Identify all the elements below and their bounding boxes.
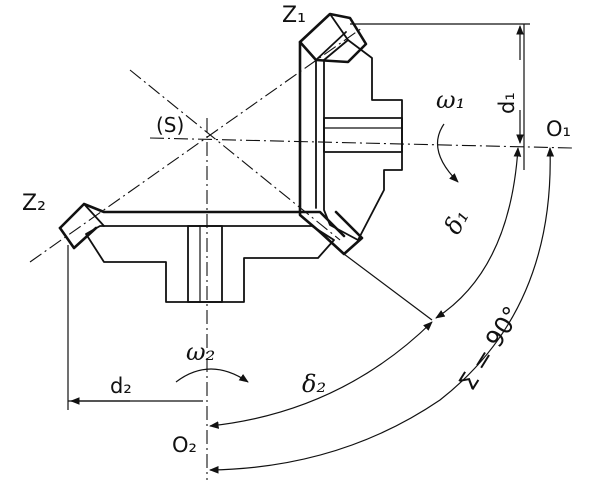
arc-sigma bbox=[209, 147, 555, 474]
label-sigma: Σ = 90° bbox=[453, 301, 526, 395]
pitch-cone-line-upper bbox=[29, 27, 363, 263]
dimension-d2 bbox=[67, 245, 203, 410]
label-o1: O₁ bbox=[546, 117, 571, 141]
label-d2: d₂ bbox=[110, 374, 132, 398]
label-omega1: ω₁ bbox=[436, 86, 465, 114]
gear-z1 bbox=[298, 12, 403, 256]
label-omega2: ω₂ bbox=[186, 338, 215, 366]
dimension-d1 bbox=[350, 23, 530, 170]
label-z1: Z₁ bbox=[282, 3, 306, 28]
pitch-cone-line-lower bbox=[129, 69, 341, 241]
label-d1: d₁ bbox=[495, 92, 519, 114]
label-delta1: δ₁ bbox=[439, 204, 475, 238]
label-apex-s: (S) bbox=[156, 113, 184, 137]
label-delta2: δ₂ bbox=[302, 370, 326, 398]
rotation-arrow-omega1 bbox=[436, 123, 459, 183]
rotation-arrow-omega2 bbox=[175, 368, 249, 383]
axis-line-1 bbox=[149, 137, 573, 149]
arc-delta1 bbox=[435, 147, 522, 319]
gear-z2 bbox=[58, 202, 346, 303]
label-z2: Z₂ bbox=[22, 191, 46, 216]
label-o2: O₂ bbox=[172, 433, 197, 457]
pitch-leader-line bbox=[343, 253, 433, 321]
